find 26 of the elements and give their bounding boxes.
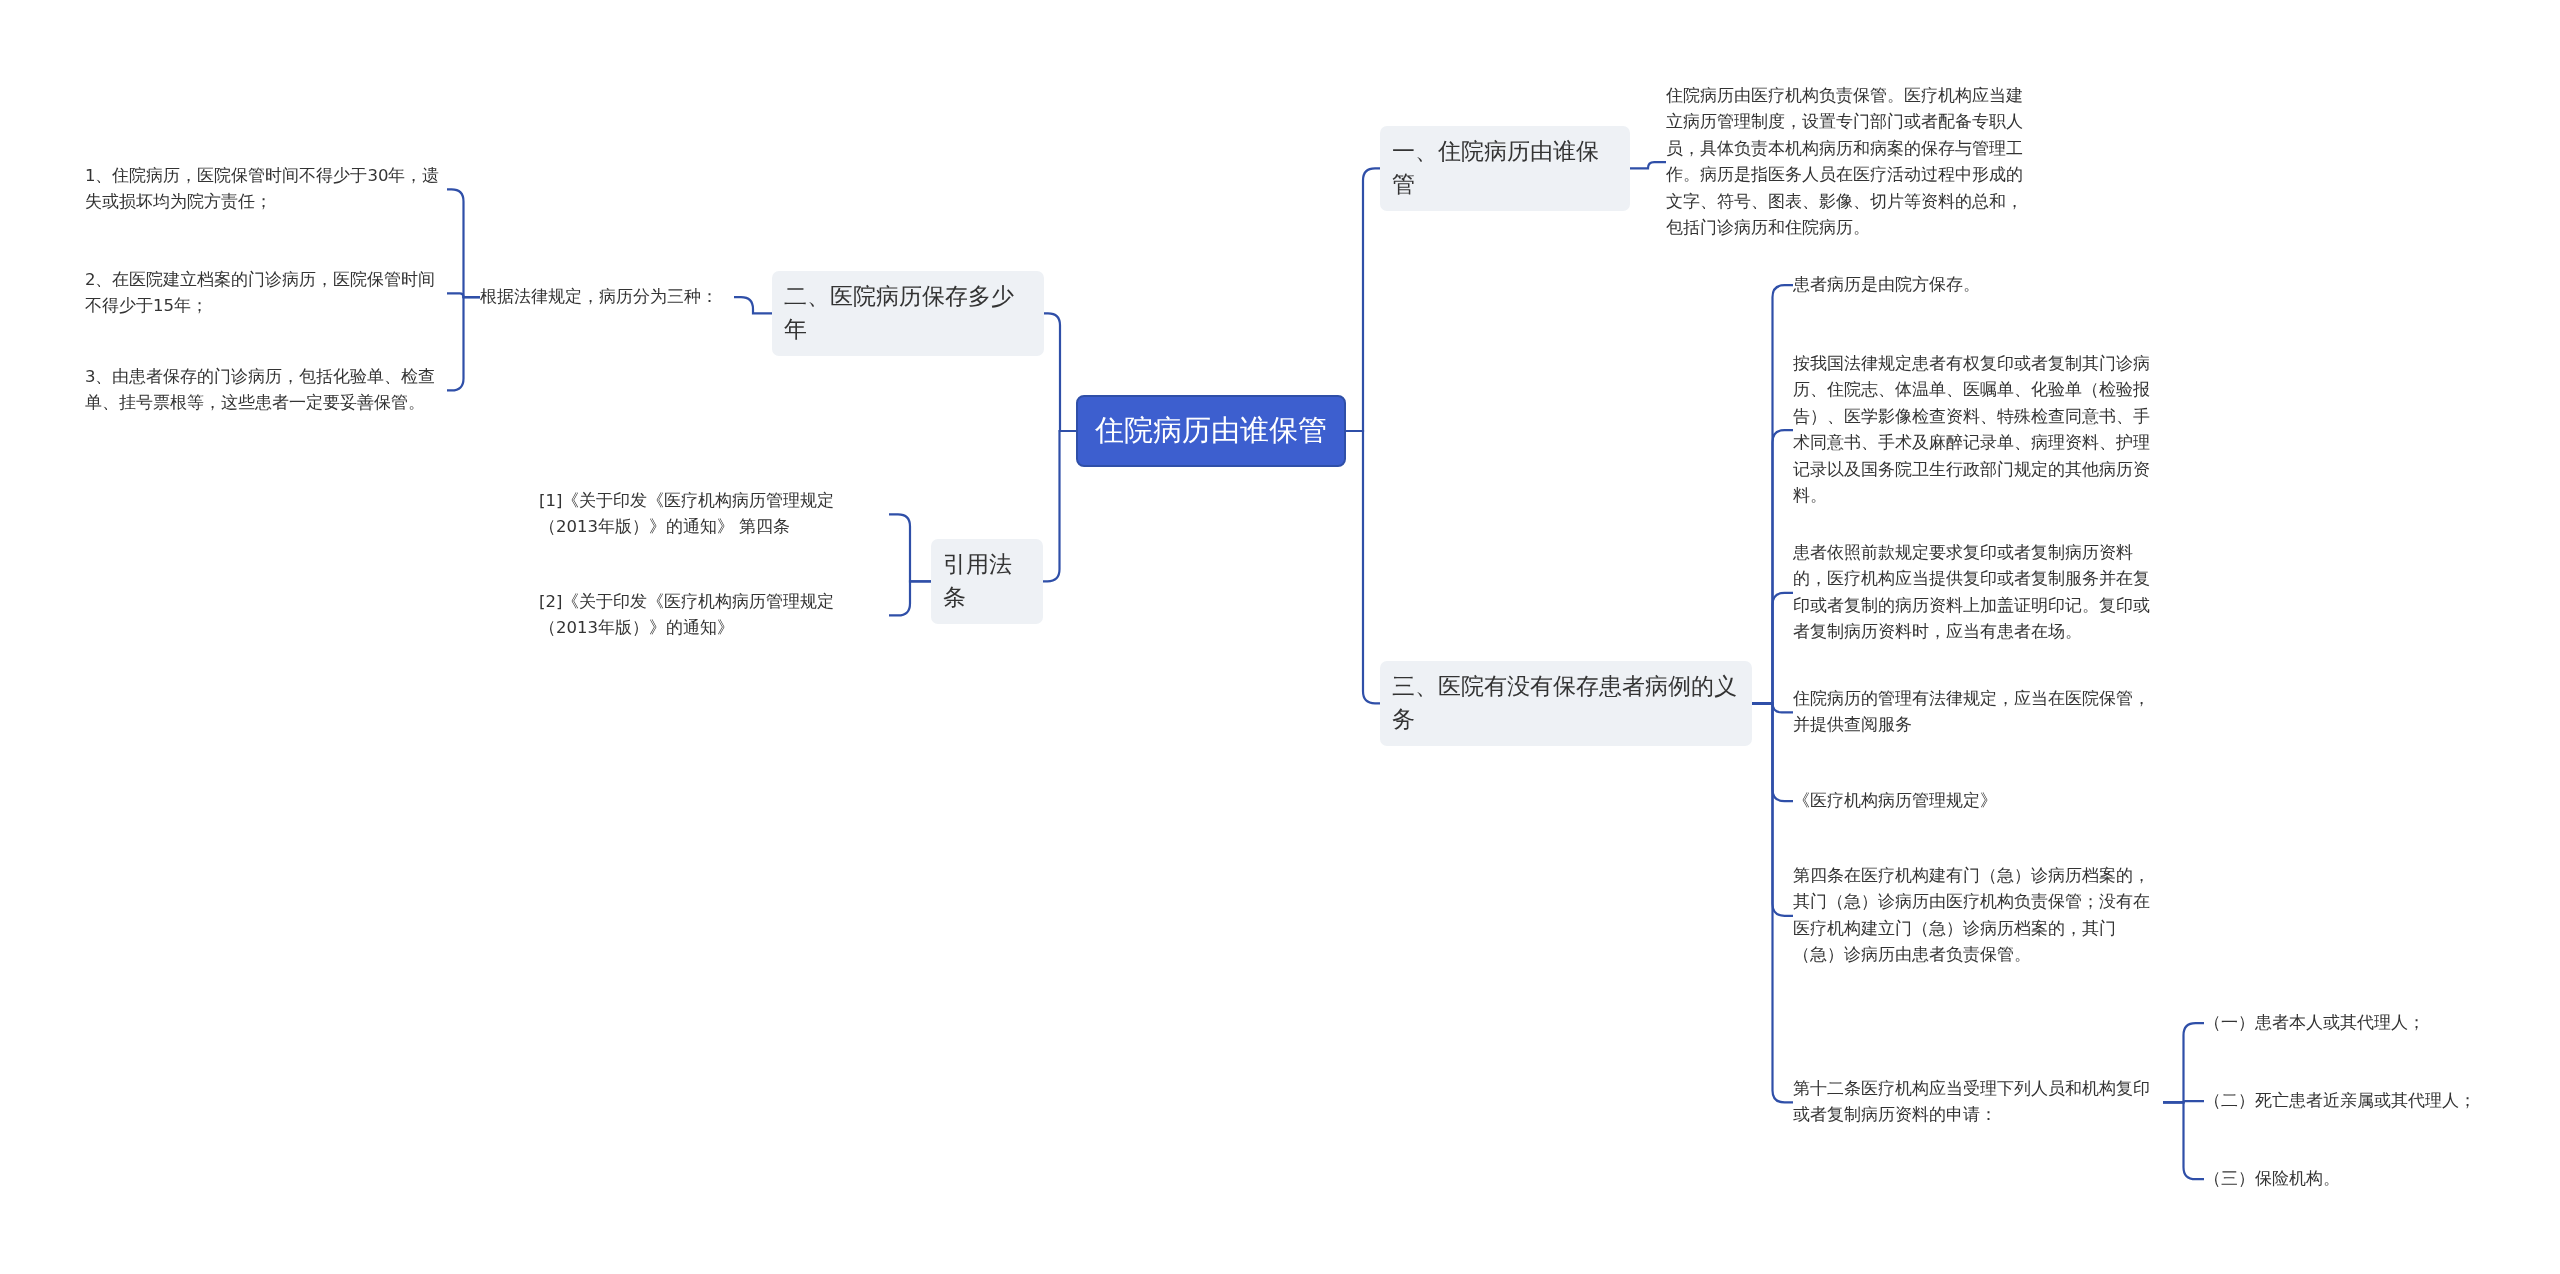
topic-text: 1、住院病历，医院保管时间不得少于30年，遗失或损坏均为院方责任； bbox=[85, 163, 447, 216]
topic-text: 住院病历的管理有法律规定，应当在医院保管，并提供查阅服务 bbox=[1793, 686, 2155, 739]
topic-text: 住院病历由医疗机构负责保管。医疗机构应当建立病历管理制度，设置专门部门或者配备专职人员，具体负责本机构病历和病案的保存与管理工作。病历是指医务人员在医疗活动过程中形成的文字、符号、图表、影像、切片等资料的总和，包括门诊病历和住院病历。 bbox=[1666, 83, 2036, 242]
topic-text: 患者依照前款规定要求复印或者复制病历资料的，医疗机构应当提供复印或者复制服务并在复印或者复制的病历资料上加盖证明印记。复印或者复制病历资料时，应当有患者在场。 bbox=[1793, 540, 2155, 646]
topic-text: （一）患者本人或其代理人； bbox=[2204, 1010, 2534, 1037]
topic-text: [1]《关于印发《医疗机构病历管理规定（2013年版）》的通知》 第四条 bbox=[539, 488, 889, 541]
topic-text: 第十二条医疗机构应当受理下列人员和机构复印或者复制病历资料的申请： bbox=[1793, 1076, 2163, 1129]
connector-line bbox=[1752, 702, 1793, 1104]
topic-text: 《医疗机构病历管理规定》 bbox=[1793, 788, 2043, 815]
topic-text: 根据法律规定，病历分为三种： bbox=[480, 284, 734, 311]
topic-text: [2]《关于印发《医疗机构病历管理规定（2013年版）》的通知》 bbox=[539, 589, 889, 642]
topic-text: 第四条在医疗机构建有门（急）诊病历档案的，其门（急）诊病历由医疗机构负责保管；没有在医疗机构建立门（急）诊病历档案的，其门（急）诊病历由患者负责保管。 bbox=[1793, 863, 2155, 969]
topic-text: 按我国法律规定患者有权复印或者复制其门诊病历、住院志、体温单、医嘱单、化验单（检验报告）、医学影像检查资料、特殊检查同意书、手术同意书、手术及麻醉记录单、病理资料、护理记录以及国务院卫生行政部门规定的其他病历资料。 bbox=[1793, 351, 2155, 510]
topic-box: 引用法条 bbox=[931, 539, 1043, 624]
topic-text: 3、由患者保存的门诊病历，包括化验单、检查单、挂号票根等，这些患者一定要妥善保管。 bbox=[85, 364, 447, 417]
topic-text: 患者病历是由院方保存。 bbox=[1793, 272, 2043, 299]
connector-line bbox=[734, 296, 772, 315]
topic-box: 三、医院有没有保存患者病例的义务 bbox=[1380, 661, 1752, 746]
topic-text: 2、在医院建立档案的门诊病历，医院保管时间不得少于15年； bbox=[85, 267, 447, 320]
connector-line bbox=[1630, 161, 1666, 170]
topic-box: 一、住院病历由谁保管 bbox=[1380, 126, 1630, 211]
topic-box: 二、医院病历保存多少年 bbox=[772, 271, 1044, 356]
topic-text: （二）死亡患者近亲属或其代理人； bbox=[2204, 1088, 2534, 1115]
connector-line bbox=[889, 580, 931, 617]
central-topic: 住院病历由谁保管 bbox=[1076, 395, 1346, 467]
topic-text: （三）保险机构。 bbox=[2204, 1166, 2534, 1193]
